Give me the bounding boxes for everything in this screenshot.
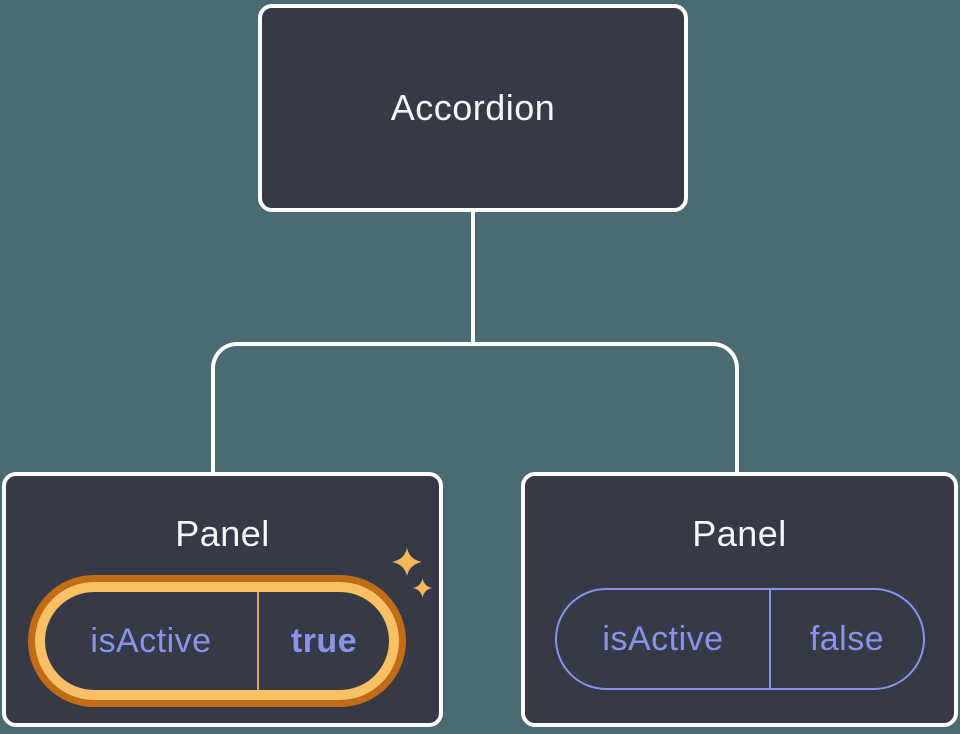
panel-active-box: Panel isActive true <box>2 472 443 727</box>
panel-inactive-label: Panel <box>692 513 787 554</box>
panel-active-label: Panel <box>175 513 270 554</box>
root-component-label: Accordion <box>390 87 556 128</box>
state-value-label: false <box>809 619 885 658</box>
sparkle-icon <box>392 548 432 598</box>
root-component-box: Accordion <box>258 4 688 212</box>
connector-root-line <box>471 212 475 344</box>
panel-inactive-box: Panel isActive false <box>521 472 958 727</box>
state-value-label: true <box>290 621 358 660</box>
connector-branch-lines <box>211 342 739 472</box>
state-pill-active: isActive true <box>35 582 399 700</box>
state-key-label: isActive <box>90 621 212 660</box>
pill-divider <box>257 592 259 690</box>
state-pill-inactive: isActive false <box>555 588 925 690</box>
pill-divider <box>769 590 771 688</box>
state-key-label: isActive <box>602 619 724 658</box>
